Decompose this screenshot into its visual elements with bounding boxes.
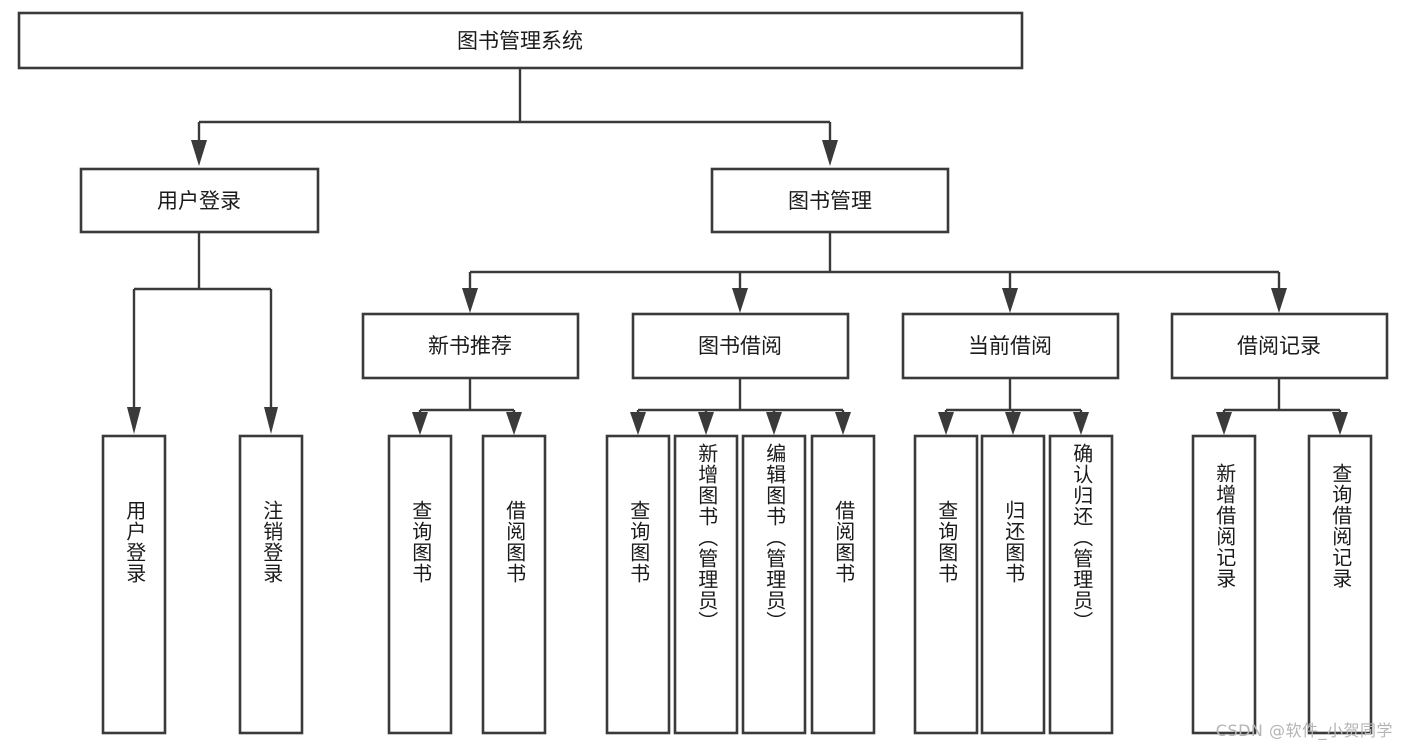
arrow-head-book-manage [822,140,838,166]
leaf-box-book-borrow-1[interactable] [673,434,739,735]
arrow-head-new-book [462,288,478,313]
connector-group-book-borrow [630,379,851,435]
arrow-head-borrow-record-leaf-0 [1216,412,1232,435]
node-book-borrow[interactable]: 图书借阅 [631,312,850,380]
node-current-borrow[interactable]: 当前借阅 [901,312,1120,380]
node-borrow-record[interactable]: 借阅记录 [1170,312,1389,380]
node-user-login-label: 用户登录 [157,189,241,213]
watermark-text: CSDN @软件_小贺同学 [1215,721,1393,740]
node-borrow-record-label: 借阅记录 [1237,334,1321,358]
node-root-label: 图书管理系统 [457,29,583,53]
leaf-box-group [101,434,1373,735]
node-root-box[interactable] [17,11,1024,70]
node-book-manage[interactable]: 图书管理 [710,167,950,234]
connector-group-current-borrow [938,379,1089,435]
connector-group-book-manage [462,233,1287,313]
arrow-head-book-borrow-leaf-0 [630,412,646,435]
node-book-manage-label: 图书管理 [788,189,872,213]
arrow-head-user-login [191,140,207,166]
leaf-box-book-borrow-3[interactable] [810,434,876,735]
leaf-box-user-login-1[interactable] [238,434,304,735]
arrow-head-book-borrow [732,288,748,313]
connector-group-new-book [412,379,522,435]
leaf-box-current-borrow-1[interactable] [980,434,1046,735]
node-user-login[interactable]: 用户登录 [79,167,320,234]
node-book-borrow-box[interactable] [631,312,850,380]
node-user-login-box[interactable] [79,167,320,234]
leaf-box-user-login-0[interactable] [101,434,167,735]
leaf-box-book-borrow-2[interactable] [741,434,807,735]
arrow-head-current-borrow-leaf-0 [938,412,954,435]
connector-group-root [191,69,838,166]
node-root[interactable]: 图书管理系统 [17,11,1024,70]
leaf-box-new-book-0[interactable] [387,434,453,735]
leaf-box-borrow-record-0[interactable] [1191,434,1257,735]
node-new-book-recommend-box[interactable] [361,312,580,380]
arrow-head-current-borrow-leaf-2 [1073,412,1089,435]
node-new-book-recommend-label: 新书推荐 [428,334,512,358]
leaf-box-current-borrow-0[interactable] [913,434,979,735]
arrow-head-borrow-record-leaf-1 [1332,412,1348,435]
arrow-head-current-borrow [1002,288,1018,313]
arrow-head-current-borrow-leaf-1 [1005,412,1021,435]
node-borrow-record-box[interactable] [1170,312,1389,380]
leaf-box-borrow-record-1[interactable] [1307,434,1373,735]
node-book-manage-box[interactable] [710,167,950,234]
arrow-head-new-book-leaf-0 [412,412,428,435]
arrow-head-new-book-leaf-1 [506,412,522,435]
leaf-box-new-book-1[interactable] [481,434,547,735]
arrow-head-user-login-leaf-0 [127,407,141,434]
arrow-head-user-login-leaf-1 [264,407,278,434]
arrow-head-book-borrow-leaf-1 [698,412,714,435]
leaf-box-current-borrow-2[interactable] [1048,434,1114,735]
arrow-head-book-borrow-leaf-3 [835,412,851,435]
node-new-book-recommend[interactable]: 新书推荐 [361,312,580,380]
arrow-head-borrow-record [1271,288,1287,313]
leaf-box-book-borrow-0[interactable] [605,434,671,735]
node-current-borrow-label: 当前借阅 [968,334,1052,358]
node-book-borrow-label: 图书借阅 [698,334,782,358]
connector-group-borrow-record [1216,379,1348,435]
connector-group-user-login [127,233,278,434]
arrow-head-book-borrow-leaf-2 [766,412,782,435]
node-current-borrow-box[interactable] [901,312,1120,380]
